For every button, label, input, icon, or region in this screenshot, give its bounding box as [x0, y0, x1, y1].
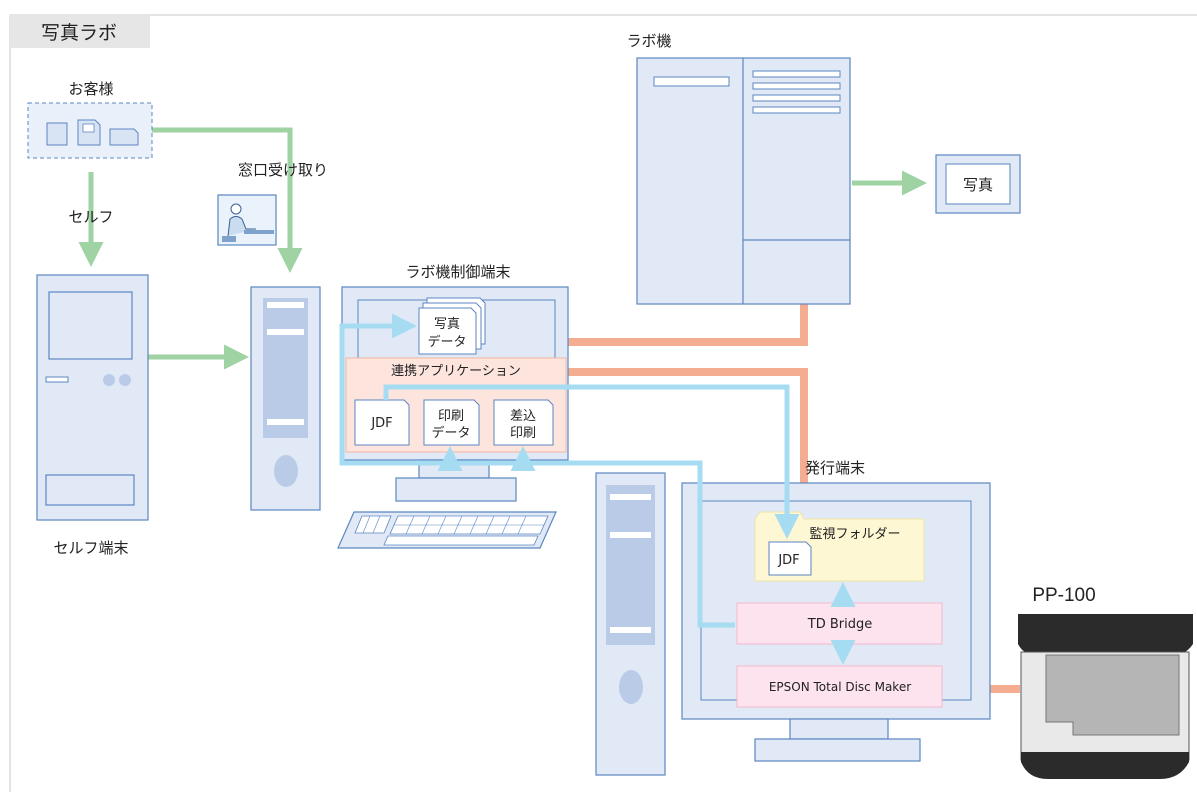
merge-print-file-icon — [493, 399, 554, 446]
total-disc-maker-label: EPSON Total Disc Maker — [769, 680, 911, 694]
customer-group: お客様 — [27, 80, 153, 159]
counter-arrow — [152, 127, 303, 273]
watch-jdf-label: JDF — [777, 553, 799, 568]
lab-control-label: ラボ機制御端末 — [405, 263, 510, 281]
page-title: 写真ラボ — [41, 22, 117, 44]
jdf-file-icon — [354, 399, 410, 446]
media-card-icon — [46, 122, 68, 146]
usb-memory-icon — [109, 128, 139, 146]
photo-data-file-icon: 写真 データ — [418, 297, 486, 355]
photo-data-line1: 写真 — [434, 317, 460, 332]
counter-staff-icon — [217, 194, 277, 246]
merge-print-line1: 差込 — [510, 409, 536, 424]
lab-machine-label: ラボ機 — [626, 32, 671, 50]
jdf-to-watch-arrow — [383, 384, 800, 539]
green-flows — [78, 127, 927, 370]
self-terminal-screen — [48, 291, 133, 360]
counter-server — [250, 286, 321, 511]
issuing-server — [595, 472, 666, 776]
keyboard-icon — [337, 511, 557, 549]
photo-data-arrow — [339, 313, 417, 458]
issuing-terminal: 発行端末 監視フォルダー JDF TD Bridge EPSON Total D… — [681, 459, 991, 762]
print-data-file-icon — [423, 399, 480, 446]
photo-output: 写真 — [935, 154, 1021, 214]
print-data-line1: 印刷 — [438, 409, 464, 424]
title-tab — [10, 15, 150, 48]
td-bridge-link — [339, 458, 735, 628]
jdf-file-label: JDF — [370, 416, 392, 431]
watch-folder-label: 監視フォルダー — [809, 526, 900, 542]
linkage-app-panel: 連携アプリケーション JDF 印刷 データ 差込 印刷 — [345, 357, 567, 453]
lab-control-terminal: ラボ機制御端末 写真 データ — [337, 263, 569, 549]
self-terminal: セルフ端末 — [36, 274, 149, 557]
photo-output-label: 写真 — [963, 176, 993, 194]
print-data-line2: データ — [431, 425, 470, 441]
lab-machine: ラボ機 — [626, 32, 851, 305]
self-flow-label: セルフ — [68, 208, 113, 226]
self-terminal-label: セルフ端末 — [53, 539, 128, 557]
pp100-printer: PP-100 — [1018, 585, 1193, 779]
issuing-terminal-label: 発行端末 — [805, 459, 865, 477]
pp100-label: PP-100 — [1032, 585, 1095, 606]
merge-print-line2: 印刷 — [510, 426, 536, 441]
network-lines — [566, 304, 1020, 693]
blue-flows — [339, 313, 856, 665]
watch-folder-icon: 監視フォルダー JDF — [754, 511, 925, 582]
linkage-app-label: 連携アプリケーション — [391, 363, 521, 379]
photo-data-line2: データ — [427, 334, 466, 350]
counter-flow-label: 窓口受け取り — [238, 161, 328, 179]
frame: 写真ラボ — [9, 14, 1197, 792]
total-disc-maker-box — [736, 665, 943, 708]
watch-jdf-file-icon — [768, 541, 812, 576]
customer-label: お客様 — [68, 80, 113, 98]
td-bridge-label: TD Bridge — [807, 617, 872, 632]
